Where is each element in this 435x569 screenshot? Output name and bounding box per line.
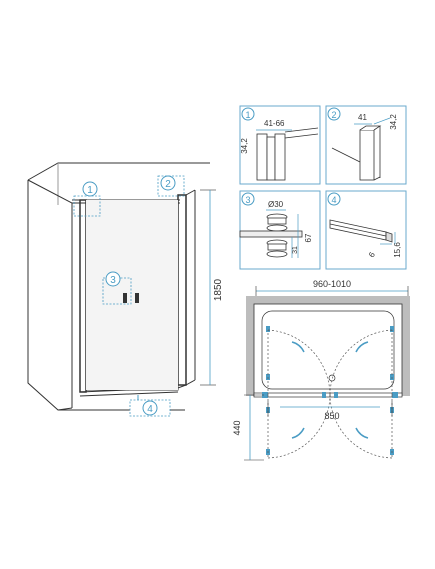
svg-text:34,2: 34,2 xyxy=(389,114,398,130)
svg-text:4: 4 xyxy=(331,195,336,205)
svg-text:Ø30: Ø30 xyxy=(268,200,284,209)
detail-panel-4: 4 6 15,6 xyxy=(325,190,407,270)
svg-text:3: 3 xyxy=(245,195,250,205)
svg-text:440: 440 xyxy=(232,420,242,435)
svg-text:1850: 1850 xyxy=(213,278,224,301)
door-handle-left xyxy=(123,293,127,303)
svg-text:34,2: 34,2 xyxy=(240,138,249,154)
plan-view: 960-1010 xyxy=(232,279,410,461)
enclosure-3d xyxy=(27,162,210,411)
callout-1: 1 xyxy=(82,181,98,197)
dimension-height: 1850 xyxy=(200,189,224,386)
svg-text:15,6: 15,6 xyxy=(393,242,402,258)
callout-4: 4 xyxy=(129,395,171,417)
callout-3: 3 xyxy=(105,271,121,287)
svg-text:3: 3 xyxy=(110,275,116,286)
callout-2: 2 xyxy=(160,175,176,191)
svg-text:6: 6 xyxy=(367,250,377,259)
svg-text:41-66: 41-66 xyxy=(264,119,285,128)
svg-text:1: 1 xyxy=(245,110,250,120)
door-handle-right xyxy=(135,293,139,303)
svg-text:41: 41 xyxy=(358,113,367,122)
svg-text:1: 1 xyxy=(87,185,93,196)
detail-panel-2: 2 41 34,2 xyxy=(325,105,407,185)
svg-text:2: 2 xyxy=(331,110,336,120)
detail-panel-3: 3 Ø30 67 31 xyxy=(239,190,321,270)
svg-text:4: 4 xyxy=(147,404,153,415)
svg-text:2: 2 xyxy=(165,179,171,190)
detail-panel-1: 1 41-66 34,2 xyxy=(239,105,321,185)
svg-text:960-1010: 960-1010 xyxy=(313,279,351,289)
svg-text:67: 67 xyxy=(304,233,313,242)
svg-text:850: 850 xyxy=(324,411,339,421)
svg-text:31: 31 xyxy=(292,246,299,254)
